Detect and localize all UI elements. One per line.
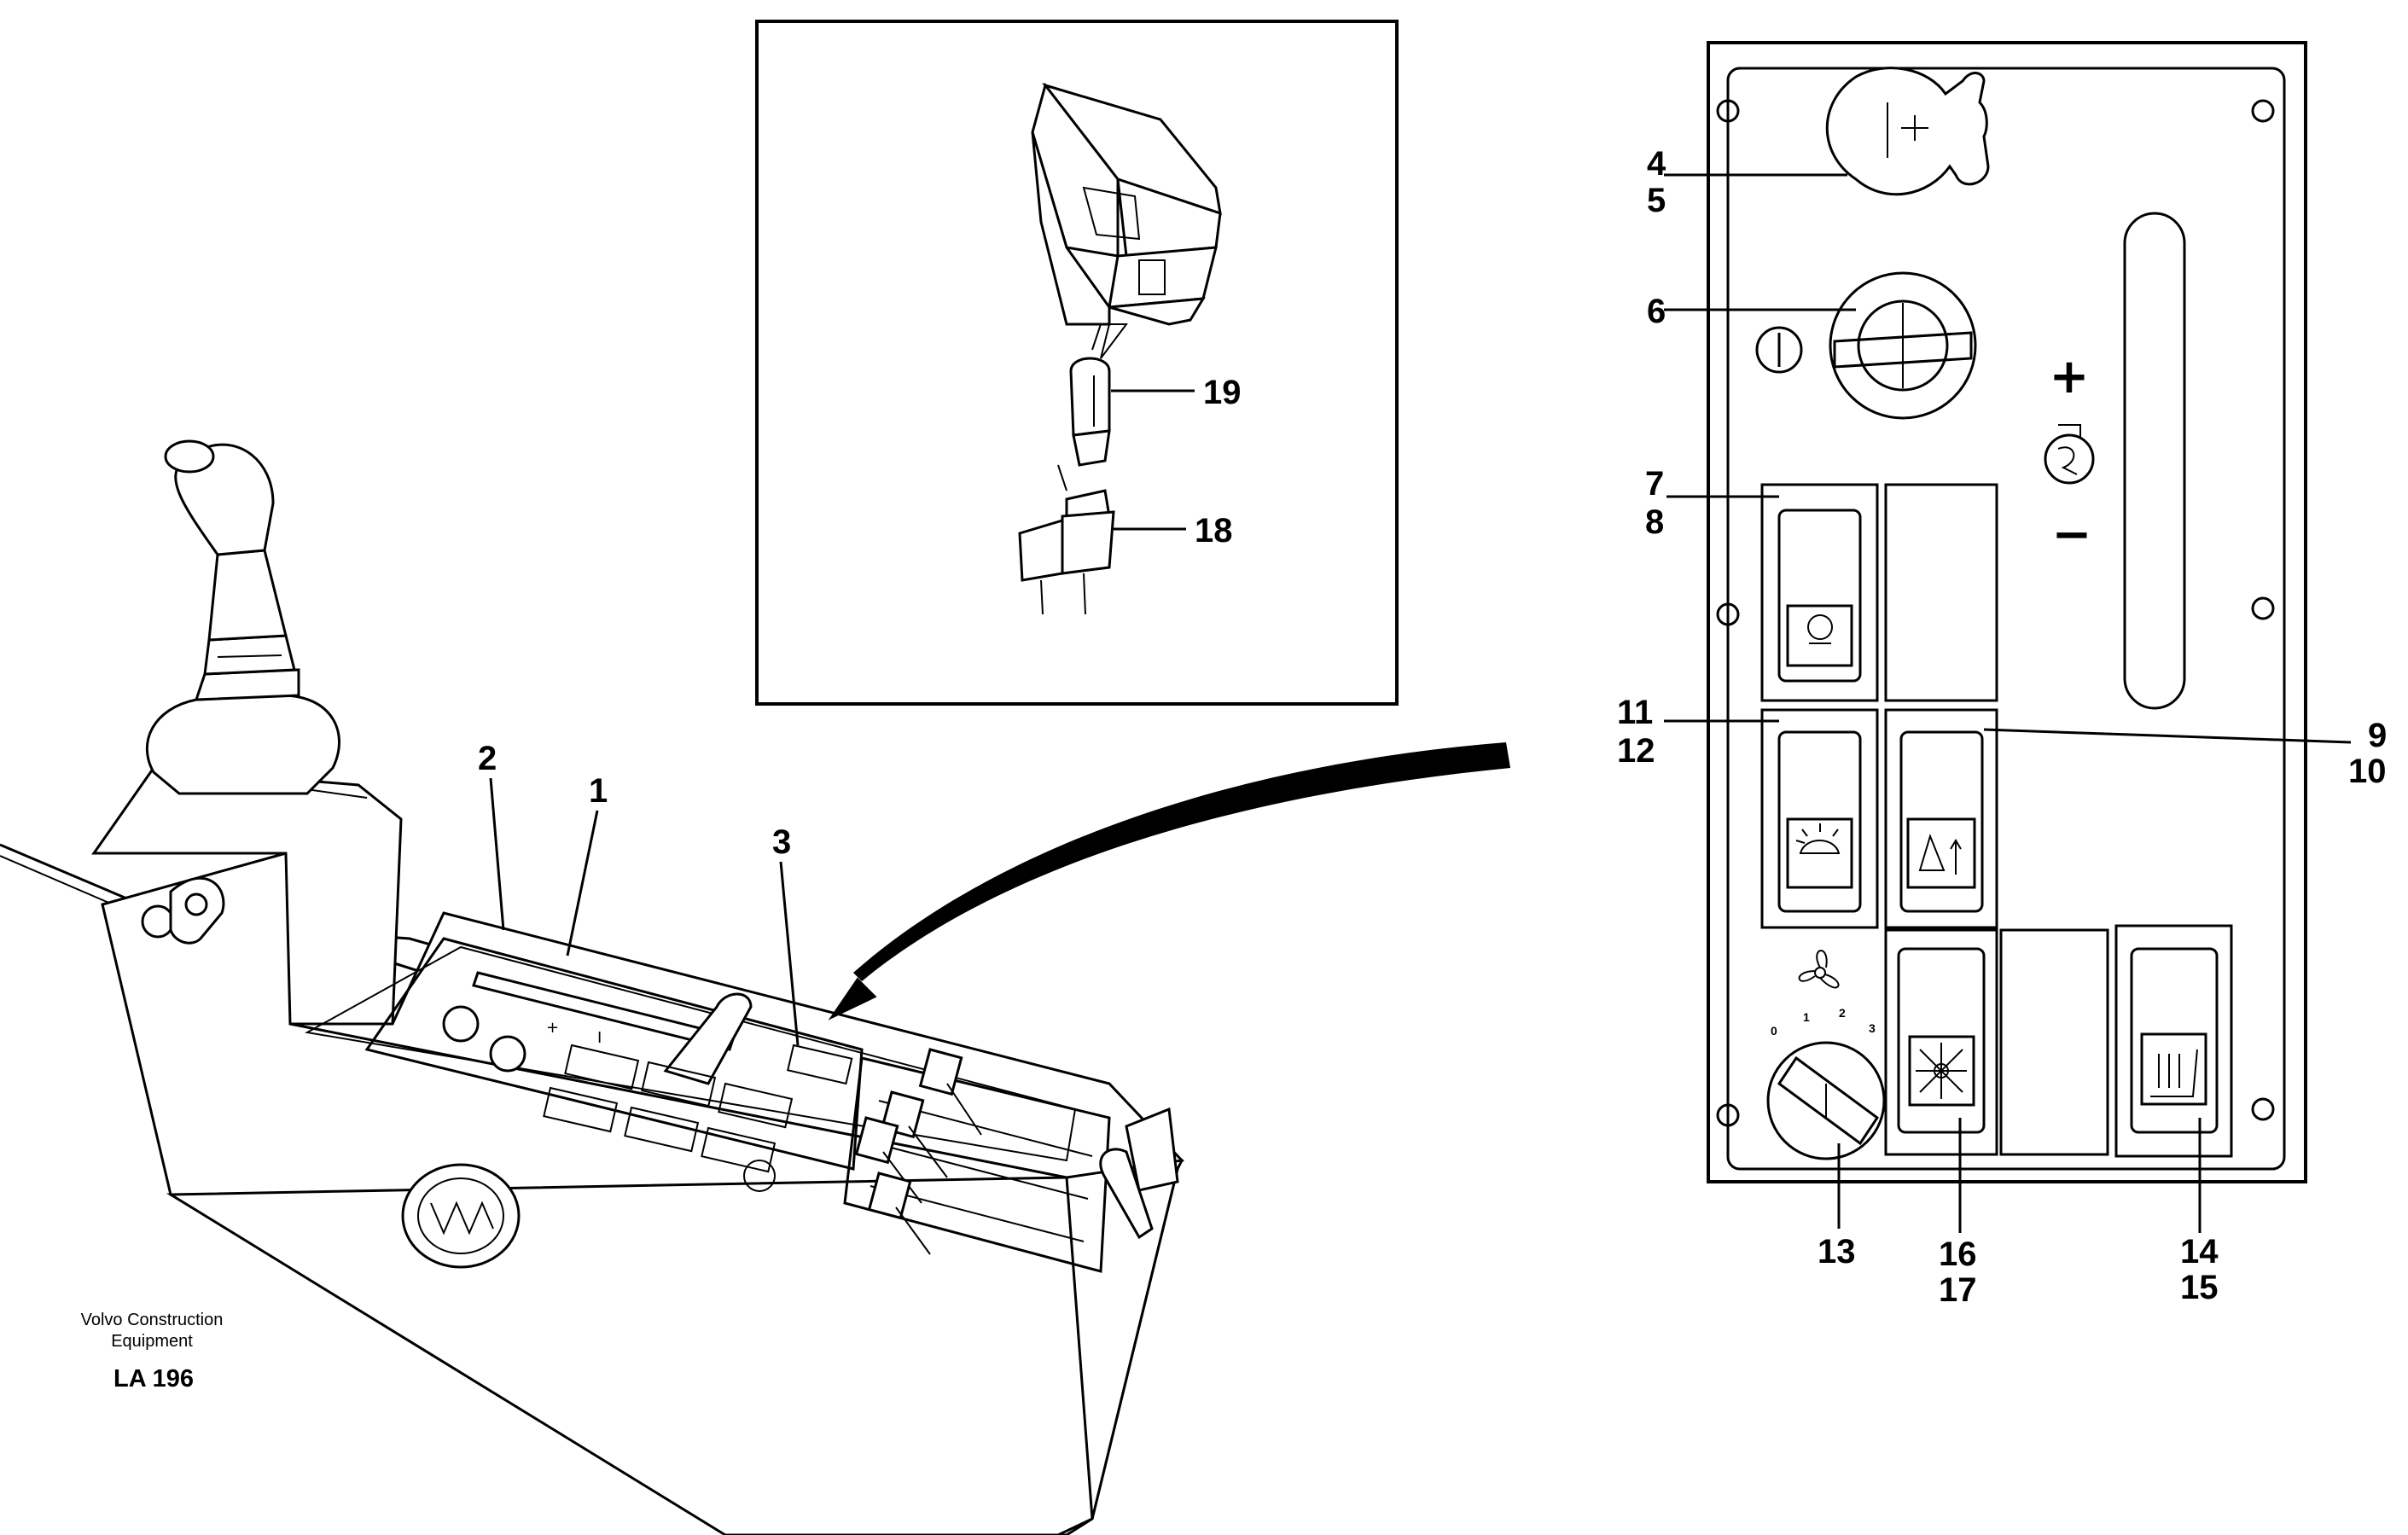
switch-slot-blank — [1884, 483, 1998, 702]
callout-17: 17 — [1939, 1271, 1977, 1309]
callout-16: 16 — [1939, 1236, 1977, 1273]
headlight-icon — [1799, 840, 1841, 854]
drawing-code: LA 196 — [113, 1365, 194, 1393]
rocker-work-light — [1777, 509, 1862, 683]
work-light-icon — [1807, 614, 1833, 640]
callout-18: 18 — [1195, 512, 1233, 549]
arm-clamp-icon — [1099, 1107, 1179, 1240]
company-line-1: Volvo Construction — [81, 1311, 224, 1329]
engine-speed-icon — [2044, 424, 2095, 485]
callout-11: 11 — [1617, 694, 1653, 731]
leader-2 — [489, 777, 505, 931]
leader-1 — [566, 810, 599, 956]
switch-panel: + − — [1664, 41, 2352, 1233]
key-symbol-icon — [1755, 326, 1803, 374]
console-switch — [564, 1044, 640, 1090]
bulb-detail-inset: 19 18 — [755, 20, 1399, 706]
bulb-holder-icon — [1018, 464, 1115, 615]
rocker-switch-icon — [1031, 82, 1222, 359]
bulb-icon — [1069, 357, 1111, 467]
callout-3: 3 — [772, 823, 791, 861]
callout-8: 8 — [1645, 503, 1664, 541]
callout-7: 7 — [1645, 465, 1664, 503]
callout-12: 12 — [1617, 732, 1655, 770]
throttle-minus-sign: − — [2052, 507, 2092, 562]
console-switch — [787, 1044, 853, 1085]
ignition-switch-icon — [1829, 271, 1977, 420]
switch-slot-blank-2 — [1999, 928, 2109, 1156]
leader-9-10 — [1983, 728, 2352, 744]
switch-slot-9-10 — [1884, 708, 1998, 929]
callout-10: 10 — [2348, 753, 2387, 790]
callout-6: 6 — [1647, 293, 1666, 330]
leader-3 — [779, 861, 800, 1046]
console-top — [289, 911, 1185, 1179]
console-switch — [624, 1106, 700, 1153]
console-assembly: + I — [0, 439, 1185, 1535]
badge-emblem — [401, 1163, 521, 1269]
switch-slot-7-8 — [1760, 483, 1879, 702]
callout-13: 13 — [1818, 1233, 1856, 1270]
pointer-arrow — [828, 742, 1510, 1020]
callout-15: 15 — [2180, 1269, 2219, 1306]
throttle-slot — [2123, 212, 2186, 710]
switch-slot-16-17 — [1884, 928, 1998, 1156]
control-lever-icon — [854, 1048, 982, 1255]
throttle-slot — [472, 971, 736, 1051]
dial-label-2: 2 — [1839, 1006, 1846, 1020]
callout-1: 1 — [589, 772, 608, 810]
callout-14: 14 — [2180, 1233, 2219, 1270]
dial-label-1: 1 — [1803, 1010, 1810, 1024]
callout-19: 19 — [1203, 374, 1242, 411]
console-switch — [701, 1126, 776, 1173]
callout-2: 2 — [478, 740, 497, 777]
cable — [0, 843, 142, 906]
ignition-switch-icon — [489, 1035, 526, 1073]
callout-4: 4 — [1647, 145, 1666, 183]
fan-speed-dial-icon — [1766, 1041, 1886, 1160]
throttle-plus-sign: + — [2050, 349, 2090, 404]
lighter-cap-icon — [1825, 67, 1990, 196]
dial-label-0: 0 — [1771, 1024, 1777, 1038]
switch-slot-11-12 — [1760, 708, 1879, 929]
fan-knob-icon — [743, 1160, 776, 1192]
console-plus-mark: + — [546, 1019, 559, 1037]
joystick-lever-icon — [145, 439, 340, 795]
console-switch — [641, 1061, 717, 1108]
side-adjust-knob-icon — [141, 876, 225, 945]
console-switch — [718, 1082, 794, 1129]
rocker-wiper — [1899, 730, 1984, 913]
company-line-2: Equipment — [111, 1332, 193, 1351]
wiper-icon — [1918, 833, 1946, 871]
rocker-defroster — [1897, 947, 1986, 1134]
rocker-headlight — [1777, 730, 1862, 913]
callout-9: 9 — [2368, 717, 2387, 754]
switch-slot-14-15 — [2114, 924, 2233, 1158]
lever-bank — [843, 1056, 1111, 1273]
ignition-cap-icon — [442, 1005, 480, 1043]
seat-heater-icon — [2150, 1049, 2198, 1097]
rocker-seat-heater — [2130, 947, 2219, 1134]
console-bar-mark: I — [597, 1029, 602, 1047]
throttle-lever-icon — [663, 992, 753, 1085]
dial-label-3: 3 — [1869, 1021, 1876, 1035]
console-switch — [543, 1086, 619, 1133]
fan-icon — [1798, 950, 1840, 989]
panel-plate — [1726, 67, 2286, 1171]
callout-5: 5 — [1647, 182, 1666, 219]
